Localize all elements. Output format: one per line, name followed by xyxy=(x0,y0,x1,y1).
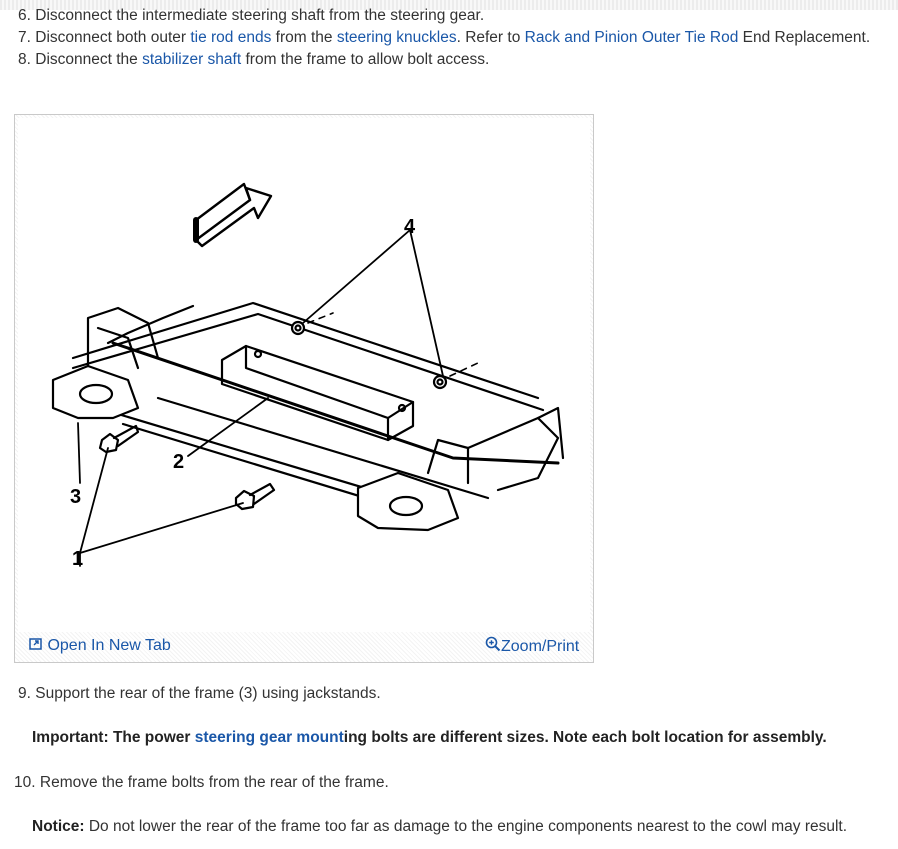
step-text: Disconnect both outer xyxy=(35,29,191,46)
leader-1a xyxy=(79,447,109,554)
step-text: from the xyxy=(271,29,337,46)
bushing-right xyxy=(432,374,448,390)
step-text: End Replacement. xyxy=(738,29,871,46)
step-text: Remove the frame bolts from the rear of … xyxy=(39,774,389,791)
leader-2 xyxy=(187,397,269,457)
step-6: 6. Disconnect the intermediate steering … xyxy=(18,6,484,26)
callout-3: 3 xyxy=(70,486,81,508)
step-text: . Refer to xyxy=(456,29,525,46)
frame-diagram: 4 2 3 1 xyxy=(51,182,565,570)
link-tie-rod-ends[interactable]: tie rod ends xyxy=(190,29,272,46)
step-number: 9. xyxy=(18,685,31,702)
notice-note: Notice: Do not lower the rear of the fra… xyxy=(32,817,847,837)
notice-text: Do not lower the rear of the frame too f… xyxy=(84,818,848,835)
leader-1b xyxy=(79,502,244,554)
open-external-icon xyxy=(29,638,42,650)
figure-panel: 4 2 3 1 Open In New Tab Zoom/Print xyxy=(14,114,594,663)
stabilizer-bar xyxy=(111,341,560,465)
callout-1: 1 xyxy=(72,548,83,570)
link-steering-gear-mount[interactable]: steering gear mount xyxy=(194,729,344,746)
right-mount xyxy=(356,471,460,532)
step-number: 10. xyxy=(14,774,36,791)
notice-label: Notice: xyxy=(32,818,85,835)
callout-4: 4 xyxy=(404,216,416,238)
open-in-new-tab-link[interactable]: Open In New Tab xyxy=(29,636,171,656)
step-text: Support the rear of the frame (3) using … xyxy=(35,685,381,702)
important-note: Important: The power steering gear mount… xyxy=(32,728,827,748)
callout-2: 2 xyxy=(173,451,184,473)
important-text: The power xyxy=(108,729,195,746)
step-10: 10. Remove the frame bolts from the rear… xyxy=(14,773,389,793)
leader-4a xyxy=(302,229,411,324)
bushing-left xyxy=(290,320,306,336)
frame-illustration[interactable]: 4 2 3 1 xyxy=(18,118,590,632)
step-7: 7. Disconnect both outer tie rod ends fr… xyxy=(18,28,870,48)
leader-3 xyxy=(77,422,81,484)
leader-4b xyxy=(409,229,444,377)
open-tab-label: Open In New Tab xyxy=(47,637,171,654)
step-text: Disconnect the xyxy=(35,51,143,68)
step-9: 9. Support the rear of the frame (3) usi… xyxy=(18,684,381,704)
link-stabilizer-shaft[interactable]: stabilizer shaft xyxy=(142,51,242,68)
zoom-print-link[interactable]: Zoom/Print xyxy=(485,636,579,657)
link-steering-knuckles[interactable]: steering knuckles xyxy=(336,29,457,46)
zoom-label: Zoom/Print xyxy=(501,638,580,655)
step-8: 8. Disconnect the stabilizer shaft from … xyxy=(18,50,489,70)
top-divider xyxy=(0,0,898,10)
magnifier-plus-icon xyxy=(485,636,501,652)
step-number: 8. xyxy=(18,51,31,68)
left-mount xyxy=(51,364,140,420)
important-text: ing bolts are different sizes. Note each… xyxy=(343,729,827,746)
step-number: 7. xyxy=(18,29,31,46)
step-text: Disconnect the intermediate steering sha… xyxy=(35,7,485,24)
link-rack-pinion-tie-rod[interactable]: Rack and Pinion Outer Tie Rod xyxy=(524,29,739,46)
step-text: from the frame to allow bolt access. xyxy=(241,51,490,68)
important-label: Important: xyxy=(32,729,109,746)
direction-arrow xyxy=(194,186,273,248)
step-number: 6. xyxy=(18,7,31,24)
frame-rail-upper xyxy=(71,301,540,400)
